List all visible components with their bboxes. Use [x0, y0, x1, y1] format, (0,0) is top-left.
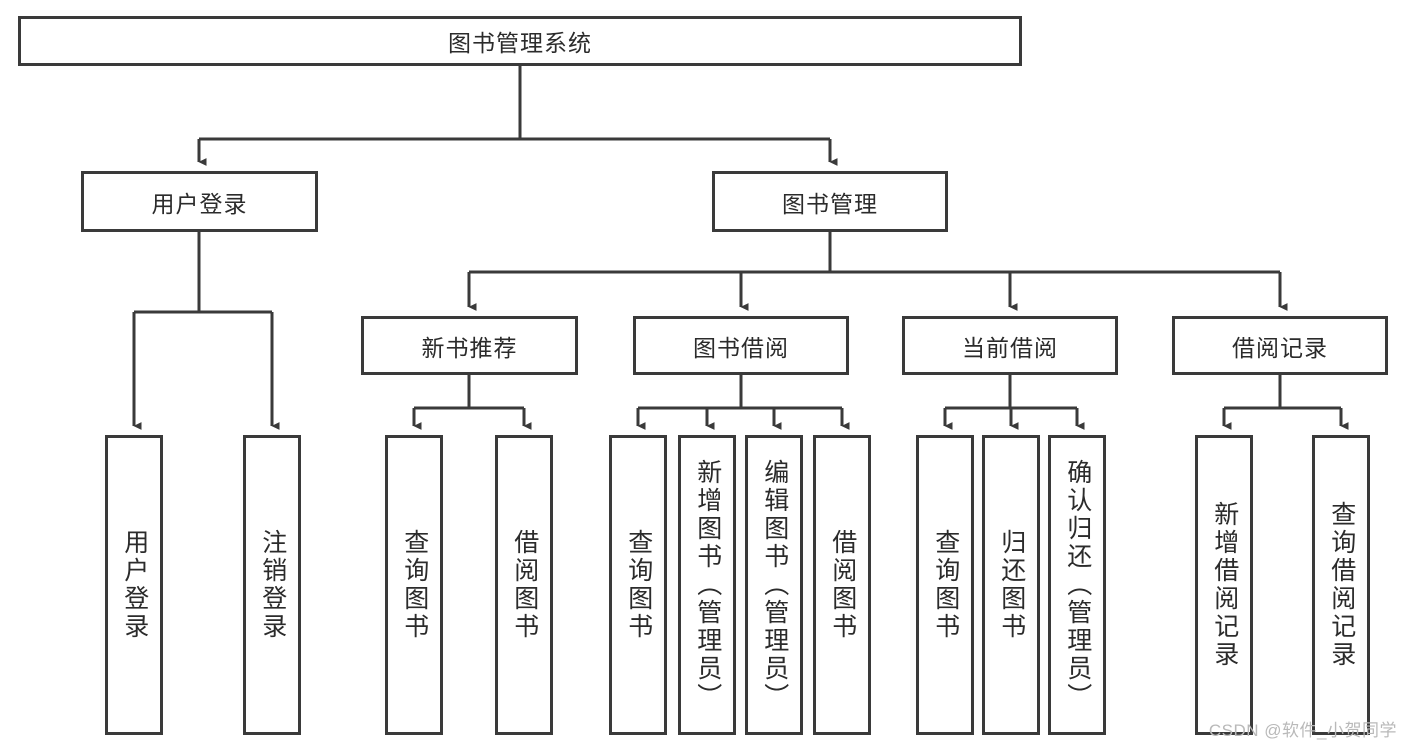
leaf-book-borrow-query-book[interactable]: 查询图书: [609, 435, 667, 735]
node-label: 图书管理系统: [448, 30, 592, 56]
node-label: 借阅记录: [1232, 334, 1328, 361]
leaf-user-login-login[interactable]: 用户登录: [105, 435, 163, 735]
leaf-label: 用户登录: [120, 529, 149, 641]
csdn-watermark: CSDN @软件_小贺同学: [1208, 721, 1397, 740]
leaf-label: 借阅图书: [828, 529, 857, 641]
leaf-label: 确认归还（管理员）: [1063, 459, 1092, 711]
leaf-label: 查询图书: [624, 529, 653, 641]
leaf-new-book-query-book[interactable]: 查询图书: [385, 435, 443, 735]
leaf-new-book-borrow-book[interactable]: 借阅图书: [495, 435, 553, 735]
node-label: 用户登录: [151, 190, 248, 217]
leaf-current-borrow-return-book[interactable]: 归还图书: [982, 435, 1040, 735]
leaf-label: 查询图书: [931, 529, 960, 641]
node-root-book-management-system[interactable]: 图书管理系统: [18, 16, 1022, 66]
node-borrow-record[interactable]: 借阅记录: [1172, 316, 1388, 375]
leaf-label: 新增图书（管理员）: [693, 459, 722, 711]
leaf-label: 借阅图书: [510, 529, 539, 641]
leaf-borrow-record-query-record[interactable]: 查询借阅记录: [1312, 435, 1370, 735]
leaf-book-borrow-add-book-admin[interactable]: 新增图书（管理员）: [678, 435, 736, 735]
node-book-management[interactable]: 图书管理: [712, 171, 948, 232]
leaf-label: 注销登录: [258, 529, 287, 641]
leaf-book-borrow-borrow-book[interactable]: 借阅图书: [813, 435, 871, 735]
leaf-label: 查询借阅记录: [1327, 501, 1356, 669]
node-book-borrow[interactable]: 图书借阅: [633, 316, 849, 375]
leaf-label: 编辑图书（管理员）: [760, 459, 789, 711]
node-label: 图书借阅: [693, 334, 789, 361]
node-user-login[interactable]: 用户登录: [81, 171, 318, 232]
node-label: 图书管理: [782, 190, 878, 217]
leaf-current-borrow-confirm-return-admin[interactable]: 确认归还（管理员）: [1048, 435, 1106, 735]
node-label: 当前借阅: [962, 334, 1058, 361]
leaf-book-borrow-edit-book-admin[interactable]: 编辑图书（管理员）: [745, 435, 803, 735]
node-new-book-recommend[interactable]: 新书推荐: [361, 316, 578, 375]
leaf-current-borrow-query-book[interactable]: 查询图书: [916, 435, 974, 735]
leaf-label: 归还图书: [997, 529, 1026, 641]
node-label: 新书推荐: [421, 334, 518, 361]
node-current-borrow[interactable]: 当前借阅: [902, 316, 1118, 375]
leaf-label: 新增借阅记录: [1210, 501, 1239, 669]
leaf-label: 查询图书: [400, 529, 429, 641]
leaf-borrow-record-add-record[interactable]: 新增借阅记录: [1195, 435, 1253, 735]
leaf-user-login-logout[interactable]: 注销登录: [243, 435, 301, 735]
